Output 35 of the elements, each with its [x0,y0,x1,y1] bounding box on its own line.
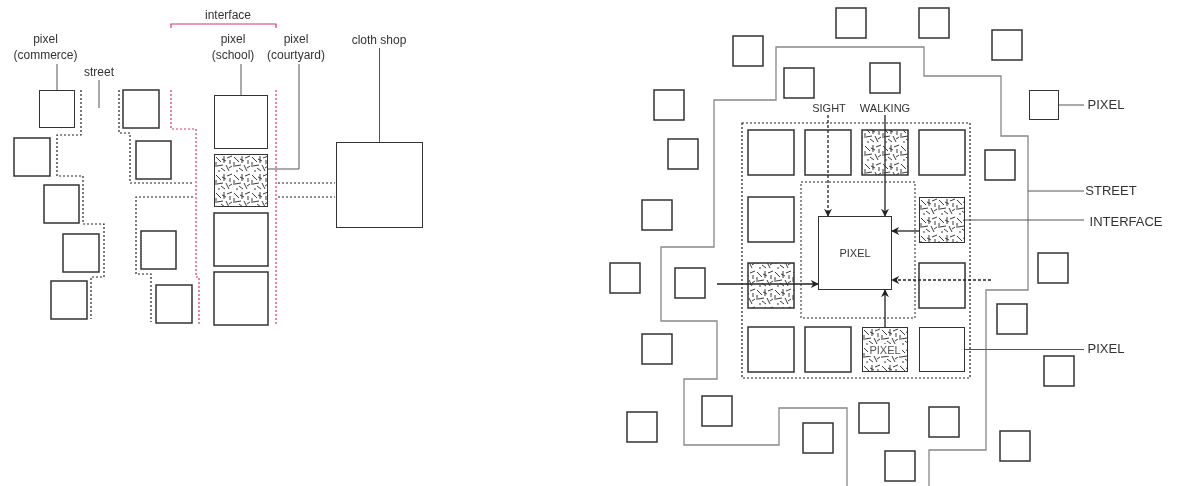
callout-label: pixel (courtyard) [263,30,329,64]
leader-line [964,349,1085,350]
leader-line [240,63,242,96]
callout-label: WALKING [860,101,910,115]
callout-label: pixel (commerce) [8,30,83,64]
hatched-pixel-block [919,197,965,243]
callout-label: PIXEL [1084,97,1128,113]
callout-label: STREET [1084,183,1138,199]
leader-line [98,79,100,109]
pixel-block: PIXEL [818,216,892,290]
callout-label: pixel (school) [205,30,261,64]
arrow [891,227,920,235]
leader-line [56,63,58,91]
callout-label: street [82,64,116,80]
leader-line [1027,190,1085,192]
callout-label: SIGHT [811,101,847,115]
bracket-label: interface [205,8,252,22]
leader-line [964,219,1085,221]
callout-label: cloth shop [342,32,416,48]
dashed-arrow [824,114,832,217]
callout-label: PIXEL [1084,341,1128,357]
leader-line [1058,104,1085,106]
pixel-block [1029,90,1059,120]
arrow [716,280,819,288]
pixel-block [214,95,268,149]
callout-label: INTERFACE [1084,214,1168,230]
leader-line [379,47,380,143]
hatched-pixel-block [214,154,268,207]
hatched-pixel-block: PIXEL [862,327,908,372]
dashed-arrow [891,276,992,284]
pixel-block [39,90,75,128]
pixel-block [919,327,965,372]
arrow [881,289,889,328]
leader-line [267,63,300,170]
pixel-block [336,142,423,228]
